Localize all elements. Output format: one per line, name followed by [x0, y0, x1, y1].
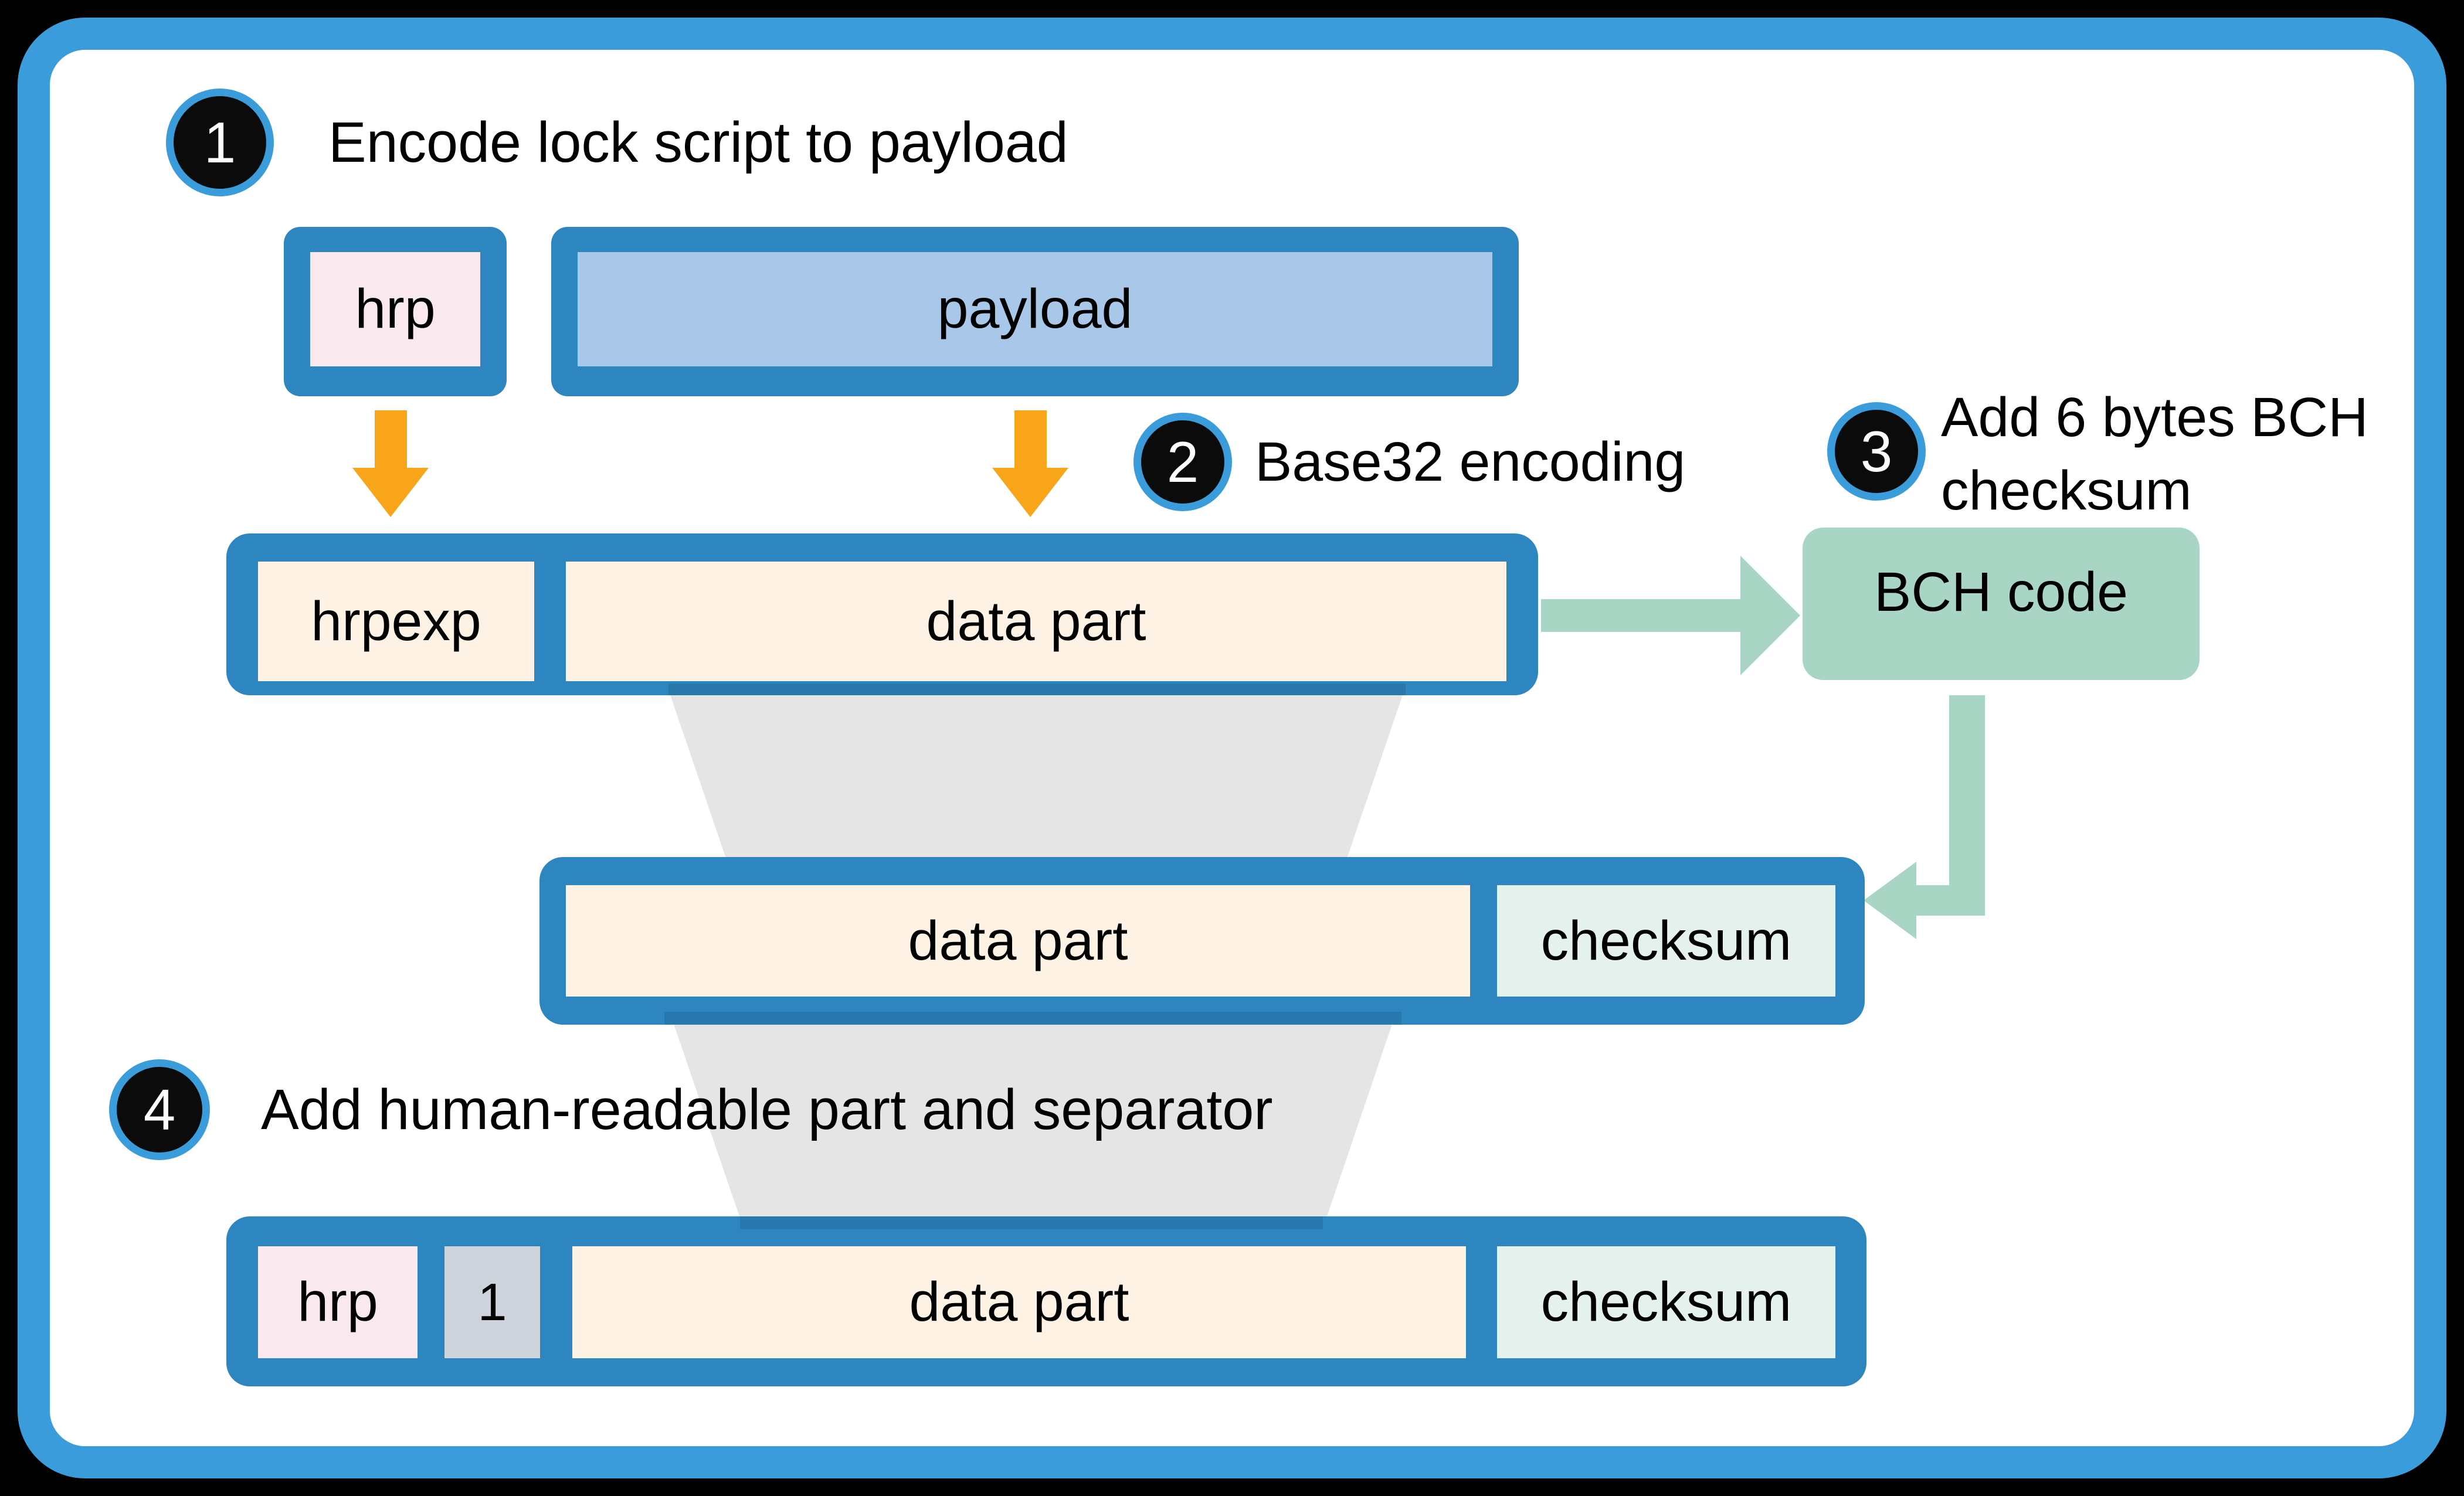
- step4-badge: 4: [109, 1059, 210, 1160]
- checksum-label: checksum: [1540, 1271, 1792, 1333]
- checksum-label: checksum: [1540, 909, 1792, 972]
- data-part-label: data part: [926, 590, 1146, 652]
- step4-title: Add human-readable part and separator: [261, 1077, 1273, 1141]
- funnel-overlap-row2: [668, 684, 1406, 695]
- funnel-overlap-row3: [664, 1012, 1401, 1025]
- right-arrow-to-bch-icon: [1541, 556, 1800, 675]
- step2-badge: 2: [1133, 413, 1232, 511]
- step3-title-line2: checksum: [1941, 460, 2192, 522]
- step1-title: Encode lock script to payload: [328, 110, 1068, 174]
- step4-number: 4: [143, 1077, 176, 1142]
- step2-title: Base32 encoding: [1255, 431, 1686, 493]
- bch-code-label: BCH code: [1874, 560, 2128, 623]
- funnel-top-shape: [666, 681, 1407, 862]
- elbow-arrow-bch-to-checksum-icon: [1864, 695, 1985, 939]
- row3-data-part-box: data part: [566, 885, 1470, 997]
- data-part-label: data part: [909, 1271, 1129, 1333]
- payload-label: payload: [937, 278, 1133, 340]
- row4-checksum-box: checksum: [1497, 1246, 1835, 1358]
- row2-data-part-box: data part: [566, 562, 1506, 681]
- down-arrow-payload-icon: [992, 410, 1068, 517]
- hrp-box: hrp: [310, 252, 480, 366]
- payload-box: payload: [578, 252, 1492, 366]
- step1-number: 1: [203, 110, 236, 175]
- funnel-overlap-row4: [740, 1216, 1323, 1229]
- step2-number: 2: [1166, 429, 1199, 494]
- data-part-label: data part: [908, 909, 1128, 972]
- step3-number: 3: [1860, 419, 1893, 484]
- bch-code-box: BCH code: [1803, 528, 2200, 680]
- row4-hrp-box: hrp: [258, 1246, 418, 1358]
- hrp-label: hrp: [297, 1271, 378, 1333]
- step3-title: Add 6 bytes BCH checksum: [1941, 381, 2368, 528]
- step1-badge: 1: [166, 89, 274, 196]
- step3-title-line1: Add 6 bytes BCH: [1941, 386, 2368, 448]
- hrpexp-label: hrpexp: [311, 590, 481, 652]
- separator-label: 1: [477, 1273, 507, 1332]
- row4-separator-box: 1: [444, 1246, 540, 1358]
- step3-badge: 3: [1827, 402, 1926, 501]
- row4-data-part-box: data part: [572, 1246, 1466, 1358]
- row3-checksum-box: checksum: [1497, 885, 1835, 997]
- down-arrow-hrp-icon: [352, 410, 429, 517]
- hrpexp-box: hrpexp: [258, 562, 534, 681]
- hrp-label: hrp: [355, 278, 436, 340]
- funnel-bottom-shape: [664, 997, 1401, 1218]
